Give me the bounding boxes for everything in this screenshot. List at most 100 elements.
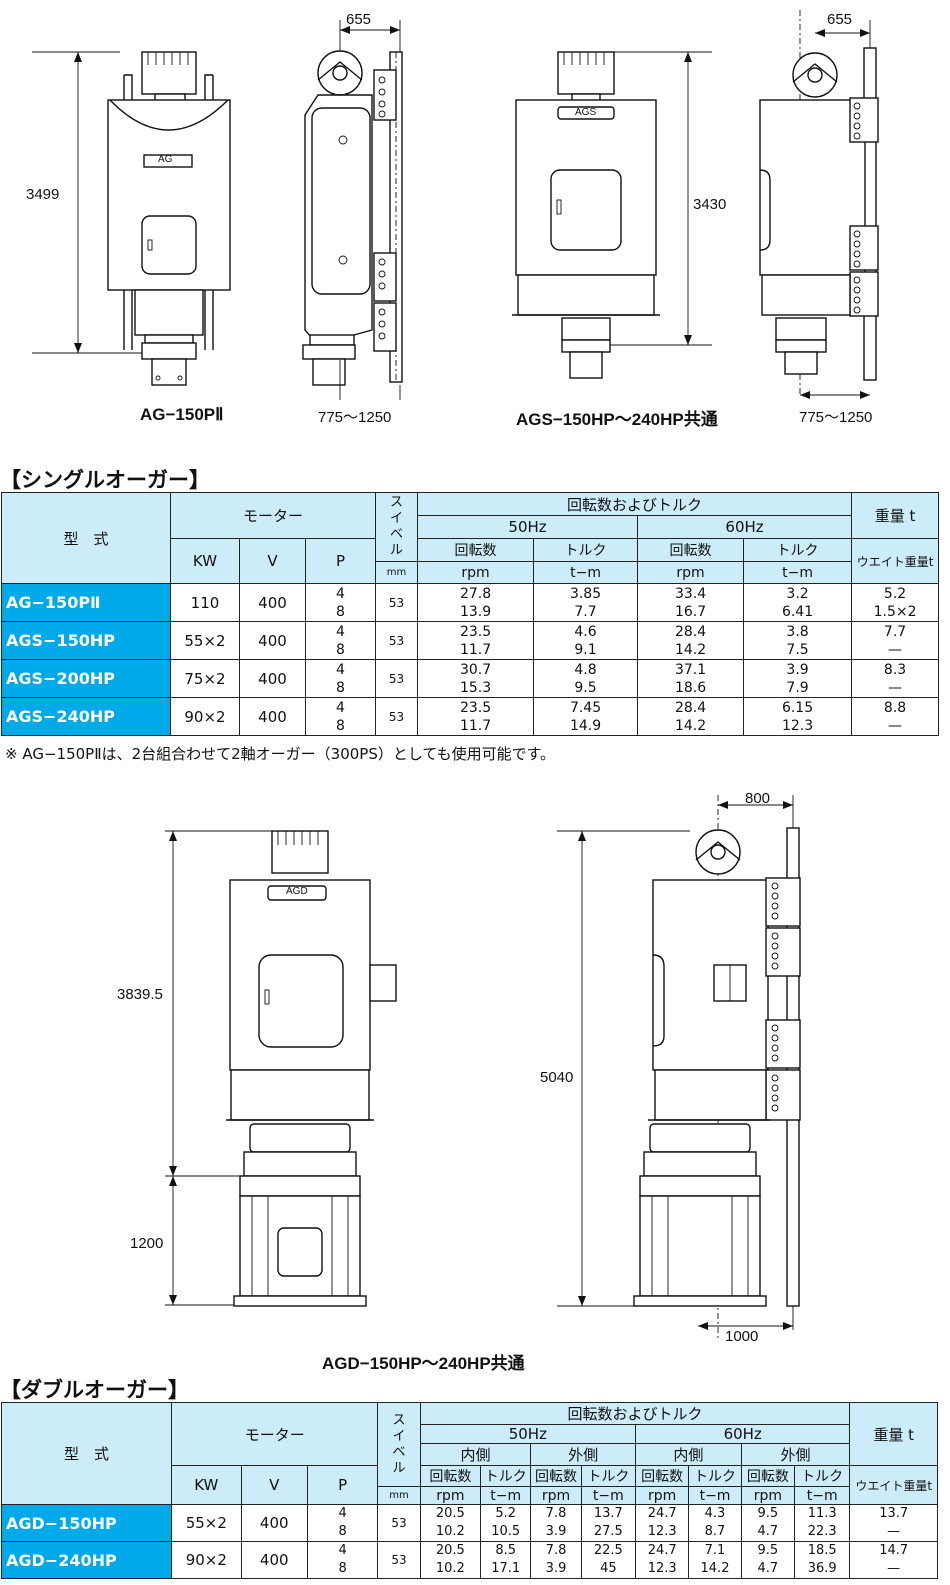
p-cell: 4 8 (306, 1504, 379, 1542)
value50-cell: 20.5 10.2 (419, 1504, 482, 1542)
ag150-side-drawing (302, 20, 403, 400)
ag150-width-dim: 655 (346, 11, 372, 28)
agd-front-lower-dim: 1200 (130, 1235, 164, 1252)
header-50hz: 50Hz (419, 1424, 637, 1444)
v-cell: 400 (240, 1504, 308, 1542)
model-cell: AG−150PⅡ (1, 583, 171, 622)
header-motor: モーター (171, 1402, 379, 1466)
torque50-cell: 4.6 9.1 (533, 621, 639, 660)
header-rpm-unit-60: rpm (637, 561, 745, 584)
ag150-height-dim: 3499 (26, 186, 60, 203)
header-p: P (306, 1465, 379, 1505)
double-spec-table: 型 式 モーター スイベル 回転数およびトルク 重量 t 50Hz 60Hz 内… (0, 1402, 938, 1579)
kw-cell: 90×2 (170, 697, 240, 736)
kw-cell: 110 (170, 583, 240, 622)
header-v: V (239, 538, 306, 584)
header-weight2: ウエイト重量t (849, 1465, 938, 1505)
p-cell: 4 8 (306, 1541, 379, 1579)
header-model: 型 式 (1, 492, 171, 584)
header-rpm-unit: rpm (740, 1486, 796, 1505)
v-cell: 400 (239, 583, 306, 622)
header-swivel-text: スイベル (390, 495, 404, 558)
agd-front-height-dim: 3839.5 (117, 986, 163, 1003)
rpm50-cell: 23.5 11.7 (417, 621, 535, 660)
single-title: 【シングルオーガー】 (0, 468, 210, 492)
swivel-cell: 53 (377, 1541, 421, 1579)
header-60hz: 60Hz (635, 1424, 851, 1444)
header-rpm: 回転数 (635, 1465, 690, 1487)
rpm50-cell: 27.8 13.9 (417, 583, 535, 622)
p-cell: 4 8 (304, 583, 377, 622)
weight-cell: 13.7 — (849, 1504, 938, 1542)
header-tm-unit: t−m (480, 1486, 532, 1505)
ag150-label: AG (158, 154, 173, 165)
model-cell: AGD−240HP (0, 1541, 173, 1579)
p-cell: 4 8 (304, 697, 377, 736)
torque50-cell: 7.45 14.9 (533, 697, 639, 736)
rpm60-cell: 33.4 16.7 (637, 583, 745, 622)
header-swivel-text: スイベル (392, 1412, 406, 1476)
weight-cell: 8.3 — (851, 659, 940, 698)
ags-caption: AGS−150HP〜240HP共通 (516, 410, 718, 429)
torque60-cell: 3.9 7.9 (743, 659, 853, 698)
weight-cell: 14.7 — (849, 1541, 938, 1579)
header-rpm: 回転数 (740, 1465, 796, 1487)
header-rpm: 回転数 (419, 1465, 482, 1487)
header-torque: トルク (688, 1465, 742, 1487)
value60-cell: 24.7 12.3 (635, 1541, 690, 1579)
rpm60-cell: 28.4 14.2 (637, 697, 745, 736)
agd-caption: AGD−150HP〜240HP共通 (322, 1354, 525, 1373)
header-outer-60: 外側 (740, 1443, 851, 1466)
header-inner-60: 内側 (635, 1443, 742, 1466)
header-mm: mm (375, 561, 419, 584)
rpm60-cell: 37.1 18.6 (637, 659, 745, 698)
kw-cell: 55×2 (171, 1504, 242, 1542)
model-cell: AGS−200HP (1, 659, 171, 698)
header-weight: 重量 t (849, 1402, 938, 1466)
header-torque: トルク (793, 1465, 851, 1487)
model-cell: AGS−150HP (1, 621, 171, 660)
swivel-cell: 53 (375, 583, 419, 622)
kw-cell: 75×2 (170, 659, 240, 698)
ag150-range-dim: 775〜1250 (318, 409, 392, 426)
value60-cell: 11.3 22.3 (793, 1504, 851, 1542)
header-rpm-unit: rpm (530, 1486, 582, 1505)
header-rpm-unit: rpm (635, 1486, 690, 1505)
p-cell: 4 8 (304, 621, 377, 660)
double-title: 【ダブルオーガー】 (0, 1378, 189, 1402)
ags-width-dim: 655 (827, 11, 853, 28)
value60-cell: 18.5 36.9 (793, 1541, 851, 1579)
header-tm-unit: t−m (688, 1486, 742, 1505)
kw-cell: 90×2 (171, 1541, 242, 1579)
header-v: V (240, 1465, 308, 1505)
weight-cell: 7.7 — (851, 621, 940, 660)
value60-cell: 9.5 4.7 (740, 1504, 796, 1542)
torque60-cell: 6.15 12.3 (743, 697, 853, 736)
header-p: P (304, 538, 377, 584)
agd-label: AGD (286, 886, 308, 897)
value60-cell: 24.7 12.3 (635, 1504, 690, 1542)
single-note: ※ AG−150PⅡは、2台組合わせて2軸オーガー（300PS）としても使用可能… (5, 745, 556, 763)
value50-cell: 8.5 17.1 (480, 1541, 532, 1579)
header-rot: 回転数およびトルク (417, 492, 853, 516)
ags-range-dim: 775〜1250 (799, 409, 873, 426)
ags-height-dim: 3430 (693, 196, 727, 213)
ags-side-drawing (759, 10, 879, 399)
ags-front-drawing (512, 51, 712, 379)
header-rpm-unit-50: rpm (417, 561, 535, 584)
agd-side-height-dim: 5040 (540, 1069, 574, 1086)
value60-cell: 9.5 4.7 (740, 1541, 796, 1579)
header-rpm-unit: rpm (419, 1486, 482, 1505)
model-cell: AGD−150HP (0, 1504, 173, 1542)
header-60hz: 60Hz (637, 515, 853, 539)
agd-side-drawing (557, 795, 801, 1340)
header-torque: トルク (480, 1465, 532, 1487)
header-tm-unit: t−m (580, 1486, 637, 1505)
agd-side-bottom-dim: 1000 (725, 1328, 759, 1345)
value60-cell: 7.1 14.2 (688, 1541, 742, 1579)
header-outer-50: 外側 (530, 1443, 637, 1466)
